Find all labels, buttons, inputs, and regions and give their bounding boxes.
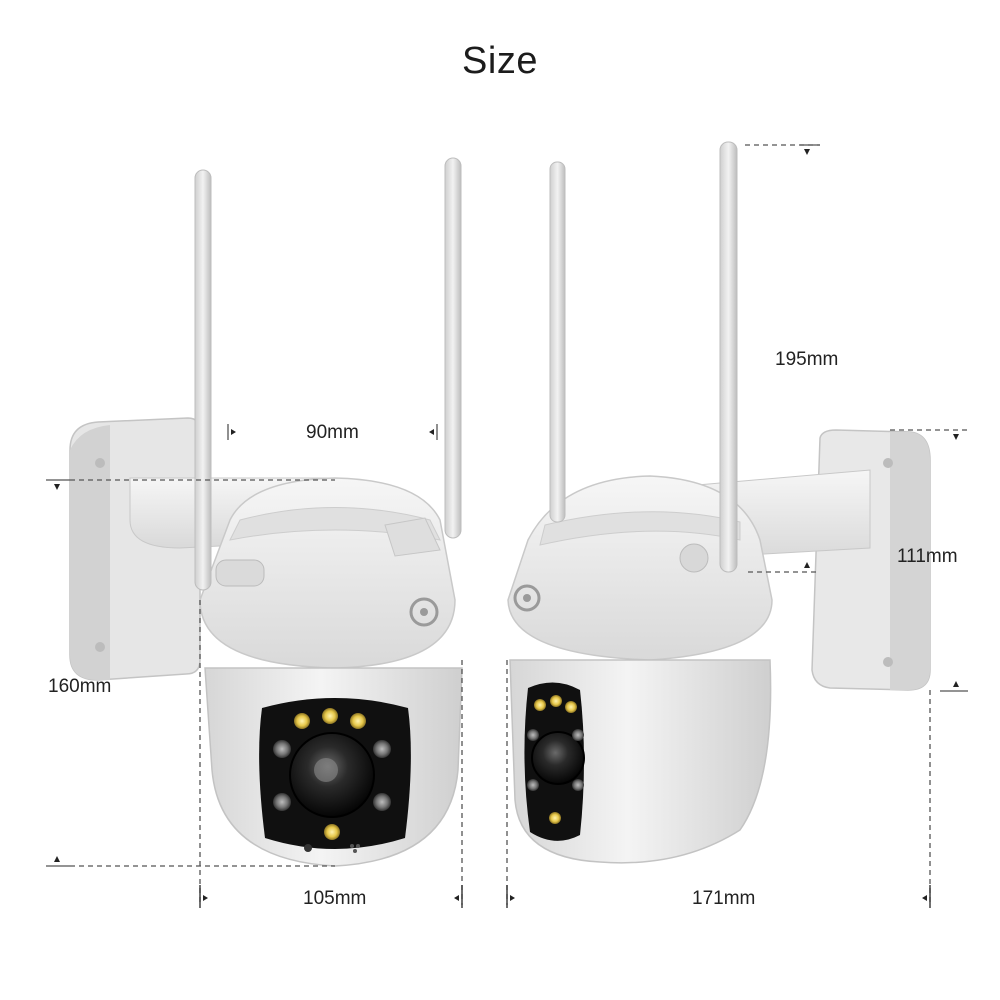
side-antenna-right <box>719 141 738 573</box>
dimension-label-mount-height: 111mm <box>897 546 958 567</box>
brand-logo-icon <box>409 597 439 627</box>
page-title: Size <box>462 40 538 82</box>
dimension-label-front-height: 160mm <box>48 676 112 697</box>
dimension-label-depth: 171mm <box>692 888 756 909</box>
dimension-label-antenna-gap: 90mm <box>306 422 359 443</box>
front-antenna-left <box>194 169 265 591</box>
side-antenna-left <box>549 161 566 523</box>
side-view-camera <box>507 141 931 864</box>
front-antenna-right <box>444 157 462 539</box>
dimension-label-total-height: 195mm <box>775 349 839 370</box>
dimension-lines <box>46 144 968 905</box>
dimension-label-front-width: 105mm <box>303 888 367 909</box>
front-view-camera <box>69 157 463 867</box>
dimension-arrows <box>54 149 959 901</box>
side-brand-logo-icon <box>513 584 541 612</box>
